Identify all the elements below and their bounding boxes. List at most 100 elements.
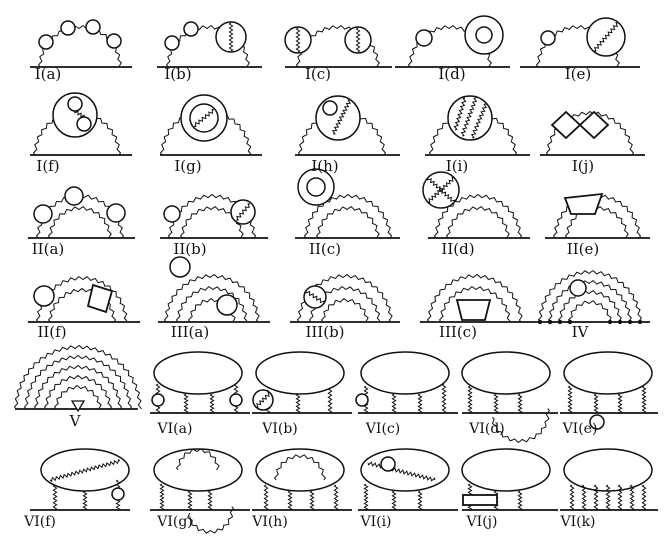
loop-circle xyxy=(229,393,243,407)
photon-line xyxy=(641,484,647,511)
vertex-triangle xyxy=(70,400,86,413)
photon-arc xyxy=(438,286,511,323)
loop-box xyxy=(86,283,114,314)
photon-line xyxy=(363,483,369,511)
loop-circle xyxy=(216,294,238,316)
photon-line xyxy=(427,176,455,204)
loop-circle xyxy=(589,414,605,430)
loop-circle xyxy=(322,100,338,116)
photon-line xyxy=(367,461,436,482)
loop-circle xyxy=(38,34,54,50)
label-I-f: I(f) xyxy=(36,157,60,175)
photon-arc xyxy=(163,273,260,323)
photon-line xyxy=(183,393,189,414)
photon-arc xyxy=(23,354,133,410)
photon-line xyxy=(569,484,575,511)
label-VI-e: VI(e) xyxy=(562,421,598,437)
loop-circle xyxy=(106,33,122,49)
label-VI-c: VI(c) xyxy=(365,421,401,437)
label-III-b: III(b) xyxy=(305,323,345,341)
label-I-d: I(d) xyxy=(438,65,466,83)
photon-arc xyxy=(303,193,393,239)
blob-ellipse xyxy=(153,351,243,395)
loop-circle xyxy=(33,285,55,307)
loop-circle xyxy=(76,116,92,132)
photon-line xyxy=(391,490,397,511)
loop-circle xyxy=(164,35,180,51)
loop-circle xyxy=(85,19,101,35)
photon-arc xyxy=(426,273,523,323)
photon-line xyxy=(581,484,587,511)
photon-arc xyxy=(545,110,635,156)
blob-ellipse xyxy=(255,448,345,492)
photon-line xyxy=(327,387,333,414)
photon-arc xyxy=(315,206,380,239)
vertex-dot xyxy=(607,319,613,325)
photon-line xyxy=(355,27,361,53)
photon-line xyxy=(331,99,352,135)
photon-line xyxy=(391,393,397,414)
photon-line xyxy=(52,484,58,511)
label-I-g: I(g) xyxy=(174,157,202,175)
photon-arc xyxy=(47,287,117,323)
loop-box-left xyxy=(550,110,582,140)
loop-box-right xyxy=(578,110,610,140)
label-II-a: II(a) xyxy=(31,240,65,258)
photon-line xyxy=(617,393,623,414)
photon-arc xyxy=(175,286,248,323)
loop-circle xyxy=(380,456,396,472)
photon-line xyxy=(593,22,619,52)
label-VI-g: VI(g) xyxy=(157,514,193,530)
photon-arc xyxy=(547,279,632,323)
photon-arc xyxy=(567,300,612,323)
label-II-e: II(e) xyxy=(566,240,600,258)
label-VI-f: VI(f) xyxy=(24,514,56,530)
photon-line xyxy=(255,391,271,409)
photon-line xyxy=(641,385,647,414)
photon-line xyxy=(305,290,325,304)
label-II-b: II(b) xyxy=(173,240,207,258)
loop-circle xyxy=(315,95,361,141)
photon-line xyxy=(263,484,269,511)
photon-arc xyxy=(47,206,112,239)
loop-circle xyxy=(447,95,493,141)
vertex-dot xyxy=(617,319,623,325)
photon-arc xyxy=(53,384,102,410)
label-I-j: I(j) xyxy=(571,157,595,175)
blob-ellipse xyxy=(461,351,551,395)
photon-line xyxy=(159,483,165,511)
photon-line xyxy=(82,490,88,511)
photon-line xyxy=(49,458,121,483)
label-I-a: I(a) xyxy=(34,65,62,83)
photon-arc xyxy=(179,206,244,239)
blob-ellipse xyxy=(563,351,653,395)
photon-arc xyxy=(175,448,220,471)
loop-circle xyxy=(64,186,84,206)
label-I-b: I(b) xyxy=(164,65,192,83)
photon-arc xyxy=(33,364,123,410)
photon-line xyxy=(74,110,85,118)
vertex-dot xyxy=(537,319,543,325)
label-VI-a: VI(a) xyxy=(157,421,193,437)
photon-arc xyxy=(43,374,113,410)
photon-line xyxy=(460,97,478,137)
loop-box xyxy=(563,192,604,215)
loop-box xyxy=(455,299,492,321)
loop-box xyxy=(462,494,498,506)
loop-circle xyxy=(151,393,165,407)
loop-circle xyxy=(169,256,191,278)
vertex-dot xyxy=(567,319,573,325)
label-II-d: II(d) xyxy=(441,240,475,258)
vertex-dot xyxy=(547,319,553,325)
photon-line xyxy=(493,393,499,414)
loop-circle xyxy=(306,177,326,197)
photon-arc-below xyxy=(491,408,551,444)
photon-arc xyxy=(433,193,523,239)
loop-circle xyxy=(540,30,556,46)
label-VI-d: VI(d) xyxy=(469,421,505,437)
loop-circle xyxy=(163,205,181,223)
photon-line xyxy=(567,385,573,414)
photon-line xyxy=(209,393,215,414)
photon-arc xyxy=(273,454,327,481)
